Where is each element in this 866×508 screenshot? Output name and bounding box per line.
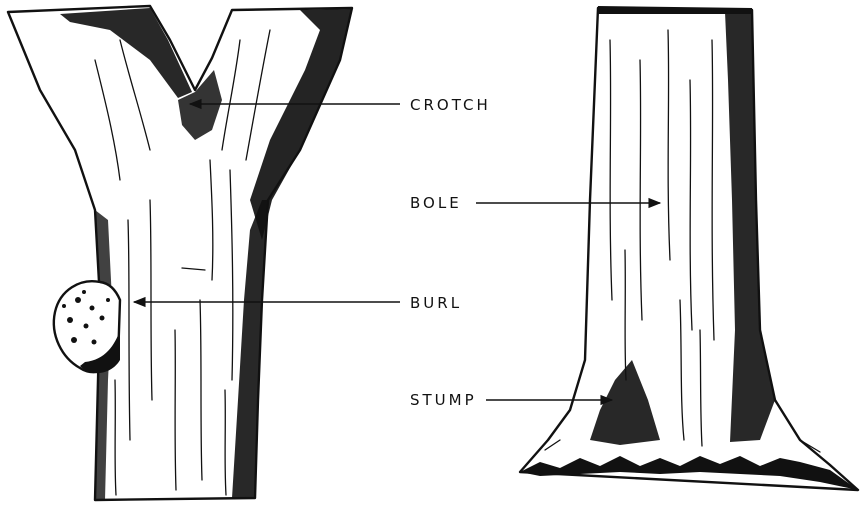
stump-label: STUMP: [410, 391, 477, 409]
bole-label: BOLE: [410, 194, 462, 212]
burl-label: BURL: [410, 294, 462, 312]
forked-trunk-illustration: [8, 6, 352, 500]
burl-illustration: [54, 281, 120, 373]
trunk-top-rim: [598, 6, 752, 14]
crotch-label: CROTCH: [410, 96, 491, 114]
straight-trunk-outline: [520, 8, 858, 490]
straight-trunk-illustration: [520, 6, 858, 490]
